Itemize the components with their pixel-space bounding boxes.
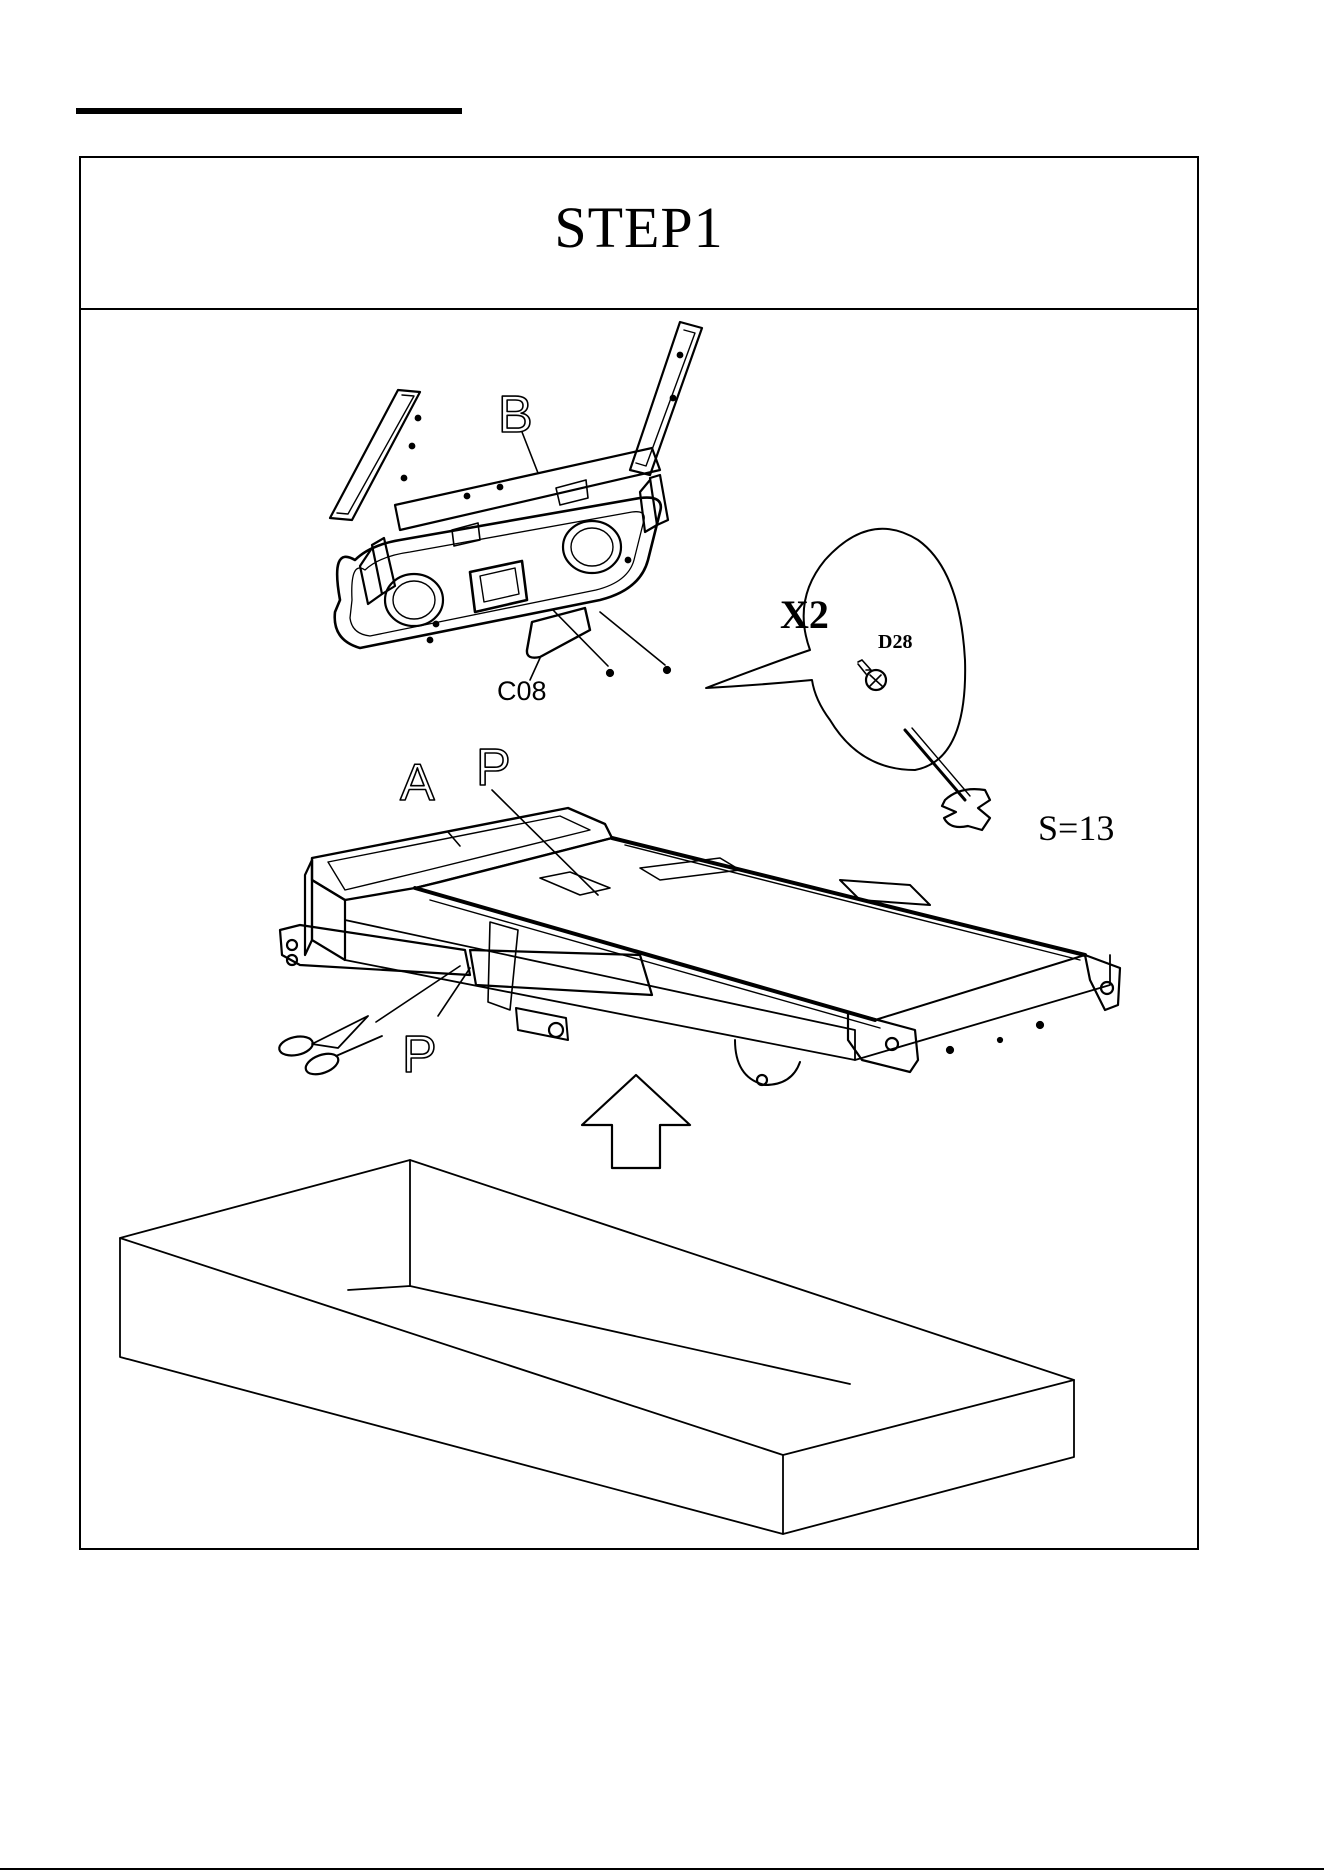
scissors-icon: [278, 1016, 382, 1078]
label-packing-top: P: [476, 739, 511, 797]
label-quantity: X2: [780, 592, 829, 637]
label-wrench-size: S=13: [1038, 808, 1114, 848]
arrow-up-icon: [582, 1075, 690, 1168]
screw-d28: [858, 660, 886, 690]
screw-icon: [607, 670, 613, 676]
footer-rule: [0, 1868, 1324, 1870]
label-packing-bottom: P: [402, 1026, 437, 1084]
label-console: B: [498, 386, 533, 444]
callout-bubble: [706, 529, 965, 770]
label-screw: D28: [878, 631, 912, 653]
console-frame: [330, 322, 702, 648]
wrench-icon: [905, 728, 990, 830]
label-base: A: [400, 754, 435, 812]
label-cover: C08: [497, 676, 547, 706]
shipping-box: [120, 1160, 1074, 1534]
